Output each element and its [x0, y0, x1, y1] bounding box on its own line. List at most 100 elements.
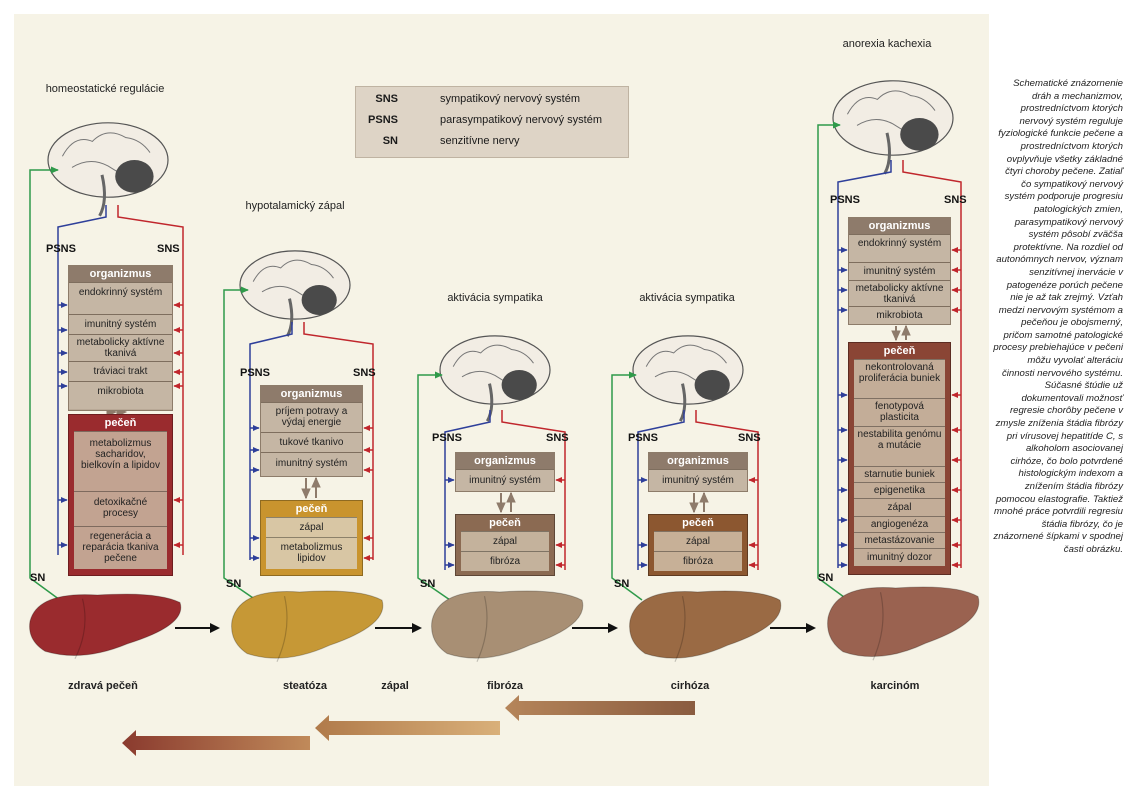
legend: SNS sympatikový nervový systém PSNS para…: [355, 86, 629, 158]
organism-box: organizmus endokrinný systém imunitný sy…: [848, 217, 951, 325]
legend-abbr: SNS: [375, 93, 398, 105]
psns-wire: [444, 410, 491, 570]
organism-box: organizmus imunitný systém: [455, 452, 555, 492]
liver-lobe-line: [74, 598, 86, 660]
stage-top-label: homeostatické regulácie: [45, 83, 165, 95]
organism-item: endokrinný systém: [69, 282, 172, 314]
cerebellum-icon: [900, 118, 939, 151]
brain-gyrus: [452, 344, 534, 367]
liver-item: nestabilita genómu a mutácie: [854, 426, 945, 466]
brain-gyrus: [61, 132, 151, 157]
legend-row-sns: SNS sympatikový nervový systém: [356, 93, 628, 111]
organism-item: tukové tkanivo: [261, 432, 362, 452]
psns-label: PSNS: [240, 367, 270, 379]
cerebellum-icon: [301, 285, 337, 316]
legend-abbr: SN: [382, 135, 398, 147]
sn-wire: [817, 121, 849, 601]
brain-icon: [239, 250, 351, 320]
psns-wire: [837, 160, 892, 568]
liver-icon: [231, 590, 384, 659]
regression-arrow: [122, 730, 310, 756]
brainstem-icon: [485, 383, 494, 422]
stage-top-label: aktivácia sympatika: [639, 292, 735, 304]
psns-label: PSNS: [830, 194, 860, 206]
liver-item: zápal: [461, 531, 549, 551]
cerebellum-icon: [501, 370, 537, 401]
sn-label: SN: [420, 578, 436, 590]
stage-bottom-label: fibróza: [486, 680, 524, 692]
sn-wire: [417, 371, 451, 601]
sns-label: SNS: [546, 432, 569, 444]
liver-title: pečeň: [489, 517, 521, 529]
sns-wire: [501, 410, 566, 570]
sns-wire: [902, 160, 962, 568]
legend-row-psns: PSNS parasympatikový nervový systém: [356, 114, 628, 132]
organism-item: imunitný systém: [849, 262, 950, 280]
liver-title: pečeň: [295, 503, 328, 515]
liver-box: pečeň zápal fibróza: [455, 514, 555, 576]
legend-text: sympatikový nervový systém: [440, 93, 580, 105]
regression-arrow: [505, 695, 695, 721]
stage-top-label: aktivácia sympatika: [447, 292, 543, 304]
liver-item: fibróza: [654, 551, 742, 571]
stage-bottom-label: cirhóza: [670, 680, 710, 692]
liver-item: metastázovanie: [854, 532, 945, 548]
organism-item: tráviaci trakt: [69, 361, 172, 381]
sn-label: SN: [226, 578, 242, 590]
stage-top-label: hypotalamický zápal: [245, 200, 345, 212]
psns-label: PSNS: [628, 432, 658, 444]
sns-label: SNS: [353, 367, 376, 379]
liver-item: fenotypová plasticita: [854, 398, 945, 426]
sns-label: SNS: [944, 194, 967, 206]
brainstem-icon: [883, 132, 891, 175]
organism-title: organizmus: [69, 266, 172, 282]
liver-box: pečeň nekontrolovaná proliferácia buniek…: [848, 342, 951, 575]
liver-item: fibróza: [461, 551, 549, 571]
liver-item: starnutie buniek: [854, 466, 945, 482]
liver-title: pečeň: [682, 517, 714, 529]
liver-icon: [431, 590, 584, 659]
organism-item: mikrobiota: [69, 381, 172, 409]
cerebellum-icon: [115, 160, 154, 193]
organism-title: organizmus: [849, 218, 950, 234]
liver-box: pečeň metabolizmus sacharidov, bielkovín…: [68, 414, 173, 576]
sns-wire: [117, 205, 184, 555]
organism-title: organizmus: [649, 453, 747, 469]
sn-wire: [223, 286, 257, 601]
psns-wire: [637, 410, 685, 570]
liver-item: zápal: [654, 531, 742, 551]
liver-item: zápal: [266, 517, 357, 537]
stage-bottom-label: steatóza: [282, 680, 328, 692]
organism-title: organizmus: [261, 386, 362, 402]
sns-label: SNS: [157, 243, 180, 255]
legend-text: parasympatikový nervový systém: [440, 114, 602, 126]
psns-wire: [57, 205, 107, 555]
cerebellum-icon: [694, 370, 730, 401]
regression-arrow: [315, 715, 500, 741]
liver-icon: [827, 586, 980, 658]
brain-icon: [632, 335, 744, 405]
liver-lobe-line: [276, 595, 288, 662]
organism-item: imunitný systém: [69, 314, 172, 334]
brain-gyrus: [846, 90, 936, 115]
brainstem-icon: [98, 174, 106, 217]
psns-label: PSNS: [46, 243, 76, 255]
sn-wire: [29, 166, 61, 601]
liver-title: pečeň: [883, 345, 916, 357]
psns-label: PSNS: [432, 432, 462, 444]
organism-item: príjem potravy a výdaj energie: [261, 402, 362, 432]
legend-text: senzitívne nervy: [440, 135, 520, 147]
legend-abbr: PSNS: [368, 114, 398, 126]
liver-item: epigenetika: [854, 482, 945, 498]
brain-gyrus: [645, 344, 727, 367]
stage-bottom-label: zdravá pečeň: [68, 680, 138, 692]
organism-box: organizmus príjem potravy a výdaj energi…: [260, 385, 363, 477]
liver-title: pečeň: [104, 417, 137, 429]
side-caption: Schematické znázornenie dráh a mechanizm…: [993, 78, 1123, 555]
sn-wire: [611, 371, 643, 601]
brainstem-icon: [285, 298, 294, 337]
organism-item: imunitný systém: [649, 469, 747, 491]
liver-item: nekontrolovaná proliferácia buniek: [854, 359, 945, 398]
liver-lobe-line: [476, 595, 488, 662]
